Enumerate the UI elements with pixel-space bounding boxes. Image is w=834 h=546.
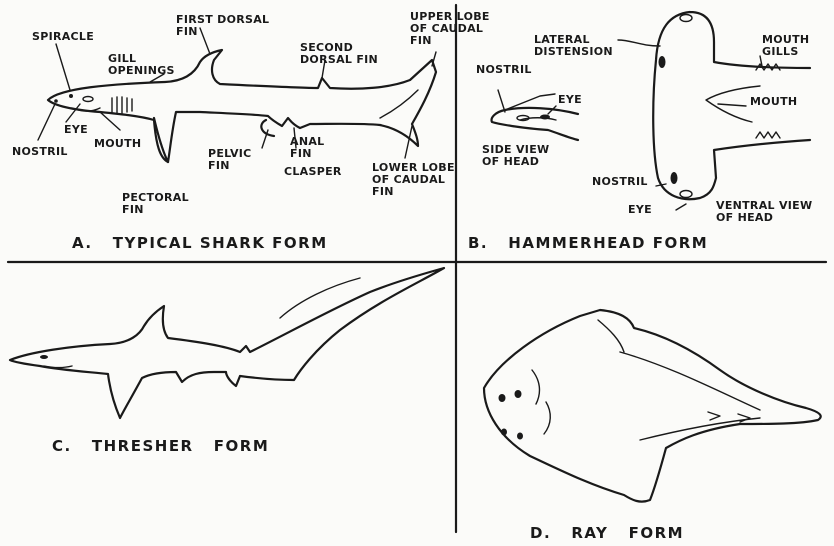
label-side-view: SIDE VIEW OF HEAD xyxy=(482,144,549,168)
caption-ray: D. RAY FORM xyxy=(530,524,684,542)
label-anal-fin: ANAL FIN xyxy=(290,136,324,160)
thresher-body-outline xyxy=(10,268,444,418)
label-lower-lobe: LOWER LOBE OF CAUDAL FIN xyxy=(372,162,455,198)
label-mouth-gills: MOUTH GILLS xyxy=(762,34,809,58)
label-nostril-ventral: NOSTRIL xyxy=(592,176,648,188)
label-mouth-b: MOUTH xyxy=(750,96,797,108)
caption-thresher: C. THRESHER FORM xyxy=(52,437,269,455)
label-eye-ventral: EYE xyxy=(628,204,652,216)
clasper-shape xyxy=(261,120,274,136)
label-eye-a: EYE xyxy=(64,124,88,136)
label-ventral-view: VENTRAL VIEW OF HEAD xyxy=(716,200,812,224)
gill-slits xyxy=(112,97,132,113)
ray-drawing xyxy=(484,310,821,502)
label-upper-lobe: UPPER LOBE OF CAUDAL FIN xyxy=(410,11,490,47)
label-spiracle: SPIRACLE xyxy=(32,31,94,43)
label-pectoral-fin: PECTORAL FIN xyxy=(122,192,189,216)
label-lateral-distension: LATERAL DISTENSION xyxy=(534,34,613,58)
label-first-dorsal-fin: FIRST DORSAL FIN xyxy=(176,14,269,38)
label-second-dorsal-fin: SECOND DORSAL FIN xyxy=(300,42,378,66)
hammerhead-side-view xyxy=(492,108,578,140)
caudal-keel xyxy=(380,90,418,118)
thresher-shark-drawing xyxy=(10,268,444,418)
caption-hammerhead: B. HAMMERHEAD FORM xyxy=(468,234,708,252)
shark-eye-mark xyxy=(83,97,93,102)
label-clasper: CLASPER xyxy=(284,166,342,178)
ray-outline xyxy=(484,310,821,502)
label-nostril-a: NOSTRIL xyxy=(12,146,68,158)
label-gill-openings: GILL OPENINGS xyxy=(108,53,175,77)
label-pelvic-fin: PELVIC FIN xyxy=(208,148,252,172)
label-mouth-a: MOUTH xyxy=(94,138,141,150)
label-eye-side: EYE xyxy=(558,94,582,106)
caption-typical-shark: A. TYPICAL SHARK FORM xyxy=(72,234,328,252)
label-nostril-side: NOSTRIL xyxy=(476,64,532,76)
